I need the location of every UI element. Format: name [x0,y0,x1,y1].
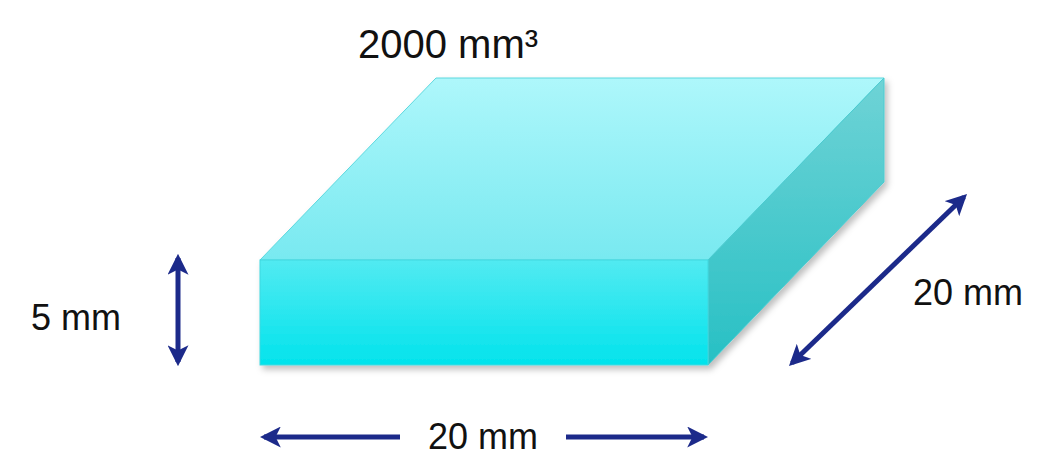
block-side-face [708,78,884,365]
block-front-face [260,260,708,365]
height-arrow [176,258,181,362]
block [260,78,884,365]
volume-label: 2000 mm³ [358,22,538,66]
width-arrow-right [566,435,704,440]
width-arrow-left [264,435,400,440]
dimension-label: 5 mm [31,298,121,338]
dimension-label: 20 mm [428,417,538,457]
dimension-label: 20 mm [913,273,1023,313]
